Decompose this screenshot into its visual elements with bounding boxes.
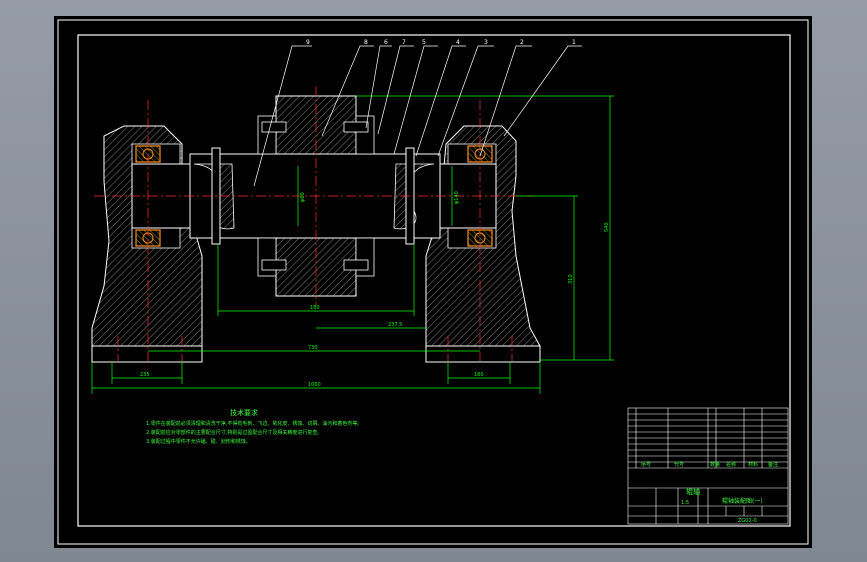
balloon-1: 1 xyxy=(572,39,576,46)
outer-border xyxy=(57,19,809,545)
dim-center-height: 310 xyxy=(568,274,574,284)
scale-value: 1:5 xyxy=(681,500,689,506)
drawing-title: 辊轴装配图(一) xyxy=(722,497,763,505)
balloon-3: 3 xyxy=(484,39,488,46)
dim-overall-length: 1060 xyxy=(308,382,321,388)
dimension-texts: φ60 φ140 180 237.5 730 1060 235 180 310 … xyxy=(140,191,610,388)
dim-inner-span: 730 xyxy=(308,345,318,351)
title-block-texts: 序号 代号 名称 数量 材料 备注 辊轴 1:5 辊轴装配图(一) ZG02-0 xyxy=(641,461,778,524)
balloon-8: 8 xyxy=(364,39,368,46)
balloon-5: 5 xyxy=(422,39,426,46)
header-code: 代号 xyxy=(674,461,684,468)
dim-hub-width: 180 xyxy=(310,305,320,311)
header-name: 名称 xyxy=(726,461,736,468)
dim-center-offset: 237.5 xyxy=(388,322,402,328)
drawing-number: ZG02-0 xyxy=(738,518,757,524)
dim-total-height: 540 xyxy=(604,222,610,232)
note-line-1: 1.零件在装配前必须清理和清洗干净,不得有毛刺、飞边、氧化皮、锈蚀、切屑、油污和… xyxy=(146,421,363,427)
note-line-2: 2.装配前应对零部件的主要配合尺寸,特别是过盈配合尺寸及相关精度进行复查。 xyxy=(146,430,323,436)
header-index: 序号 xyxy=(641,461,651,468)
note-line-3: 3.装配过程中零件不允许磕、碰、划伤和锈蚀。 xyxy=(146,439,251,445)
drawing-sheet: 9 8 6 7 5 4 3 2 1 φ60 φ140 180 237.5 730… xyxy=(54,16,812,548)
dim-bearing-dia: φ140 xyxy=(454,191,460,204)
part-name: 辊轴 xyxy=(686,487,700,496)
title-block xyxy=(627,407,789,525)
balloon-6: 6 xyxy=(384,39,388,46)
header-qty: 数量 xyxy=(710,461,720,468)
leader-lines xyxy=(253,45,582,187)
dim-shaft-dia: φ60 xyxy=(300,192,306,202)
notes-title: 技术要求 xyxy=(230,409,258,417)
inner-border xyxy=(77,34,791,527)
dim-foot-right: 180 xyxy=(474,372,484,378)
balloon-4: 4 xyxy=(456,39,460,46)
header-remark: 备注 xyxy=(768,461,778,468)
assembly-drawing: 9 8 6 7 5 4 3 2 1 φ60 φ140 180 237.5 730… xyxy=(57,19,809,545)
balloon-9: 9 xyxy=(306,39,310,46)
dim-foot-left: 235 xyxy=(140,372,150,378)
dimension-lines xyxy=(91,95,614,394)
balloon-7: 7 xyxy=(402,39,406,46)
part-balloons: 9 8 6 7 5 4 3 2 1 xyxy=(306,39,576,46)
balloon-2: 2 xyxy=(520,39,524,46)
centerlines xyxy=(94,86,534,361)
header-material: 材料 xyxy=(748,461,758,468)
